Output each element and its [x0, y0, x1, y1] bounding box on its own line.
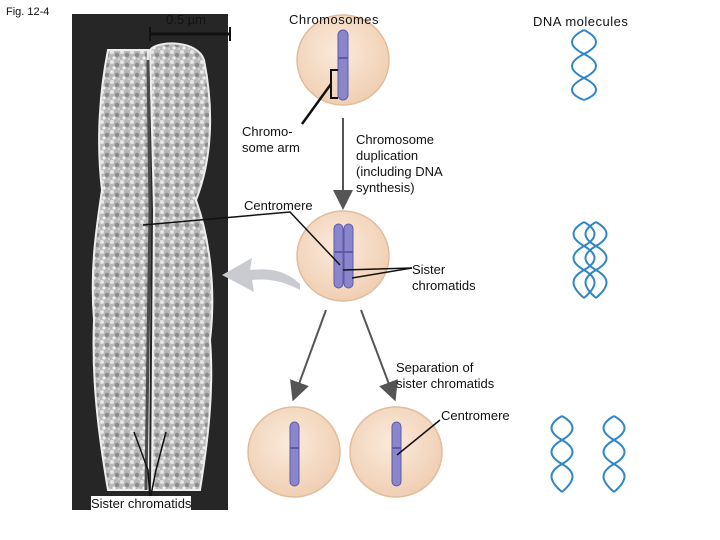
- dna-helix-duplicated: [572, 221, 608, 299]
- sister-chromatids-line-a: [342, 267, 413, 271]
- sister-chromatids-label: Sister chromatids: [412, 262, 476, 293]
- dna-helix-single: [571, 29, 597, 101]
- duplication-label: Chromosome duplication (including DNA sy…: [356, 132, 443, 195]
- dna-helix-separated-left: [550, 415, 574, 493]
- arrow-separation-right: [360, 309, 398, 402]
- sister-chromatids-bottom-bracket: [133, 431, 167, 501]
- sister-chromatids-bottom-label: Sister chromatids: [91, 496, 192, 512]
- centromere-label: Centromere: [244, 198, 313, 213]
- centromere-top-line: [142, 211, 341, 266]
- curved-arrow: [222, 258, 300, 292]
- cell-separated-right: [349, 406, 443, 498]
- dna-helix-separated-right: [602, 415, 626, 493]
- centromere-bottom-line: [396, 419, 441, 456]
- arrow-separation-left: [290, 309, 327, 402]
- figure-id: Fig. 12-4: [6, 6, 50, 18]
- cell-chromosome: [296, 14, 390, 106]
- sister-chromatids-line-b: [351, 267, 413, 279]
- chromosomes-label: Chromosomes: [289, 12, 380, 27]
- scale-bar: [149, 27, 231, 41]
- scale-bar-label: 0.5 µm: [166, 12, 207, 27]
- cell-duplicated-chromosome: [296, 210, 390, 302]
- cell-separated-left: [247, 406, 341, 498]
- dna-molecules-label: DNA molecules: [533, 14, 629, 29]
- chromosome-arm-line: [300, 83, 333, 125]
- chromosome-micrograph: [72, 14, 228, 510]
- chromosome-arm-label: Chromo- some arm: [242, 124, 300, 155]
- centromere-bottom-label: Centromere: [441, 408, 510, 423]
- separation-label: Separation of sister chromatids: [396, 360, 495, 391]
